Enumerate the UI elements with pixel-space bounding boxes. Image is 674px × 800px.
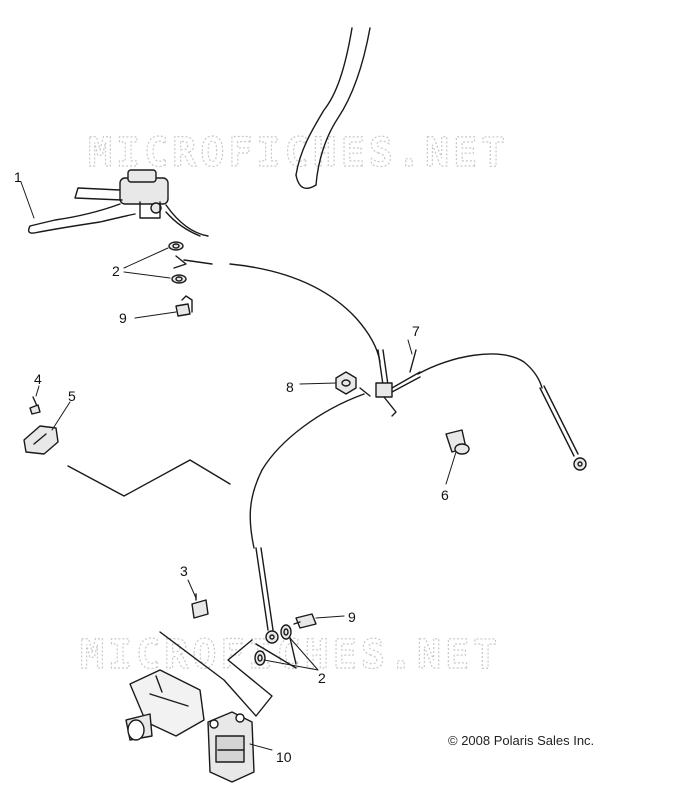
- grommet: [445, 429, 470, 455]
- splitter-block: [359, 349, 421, 417]
- callout-8: 8: [286, 379, 294, 395]
- callout-1: 1: [14, 169, 22, 185]
- banjo-bolt-bottom: [293, 613, 317, 629]
- bolt-small: [29, 396, 41, 415]
- caliper: [207, 711, 255, 783]
- routing-lines: [67, 459, 297, 717]
- washer-set-bottom: [254, 624, 292, 666]
- copyright-notice: © 2008 Polaris Sales Inc.: [448, 733, 595, 748]
- bolt-caliper: [191, 593, 209, 619]
- callout-6: 6: [441, 487, 449, 503]
- watermark-bottom: MICROFICHES.NET: [80, 632, 501, 678]
- brake-line-right: [417, 353, 587, 471]
- clamp: [23, 425, 59, 455]
- callout-5: 5: [68, 388, 76, 404]
- callouts: 1 2 3 4 5 6 7 8 9 9 2 10: [14, 169, 449, 765]
- callout-4: 4: [34, 371, 42, 387]
- watermark-top: MICROFICHES.NET: [88, 130, 509, 176]
- spindle: [125, 669, 205, 741]
- leader-lines: [20, 181, 457, 751]
- callout-7: 7: [412, 323, 420, 339]
- banjo-bolt-top: [175, 295, 193, 317]
- callout-2-top: 2: [112, 263, 120, 279]
- callout-10: 10: [276, 749, 292, 765]
- brake-line-upper: [183, 259, 390, 393]
- callout-9-bottom: 9: [348, 609, 356, 625]
- callout-3: 3: [180, 563, 188, 579]
- nut: [335, 371, 357, 395]
- callout-2-bottom: 2: [318, 670, 326, 686]
- callout-9-top: 9: [119, 310, 127, 326]
- handlebar: [165, 27, 371, 237]
- brake-lever-assembly: [27, 169, 169, 234]
- brake-line-left: [249, 393, 365, 644]
- washer-set-top: [168, 241, 187, 284]
